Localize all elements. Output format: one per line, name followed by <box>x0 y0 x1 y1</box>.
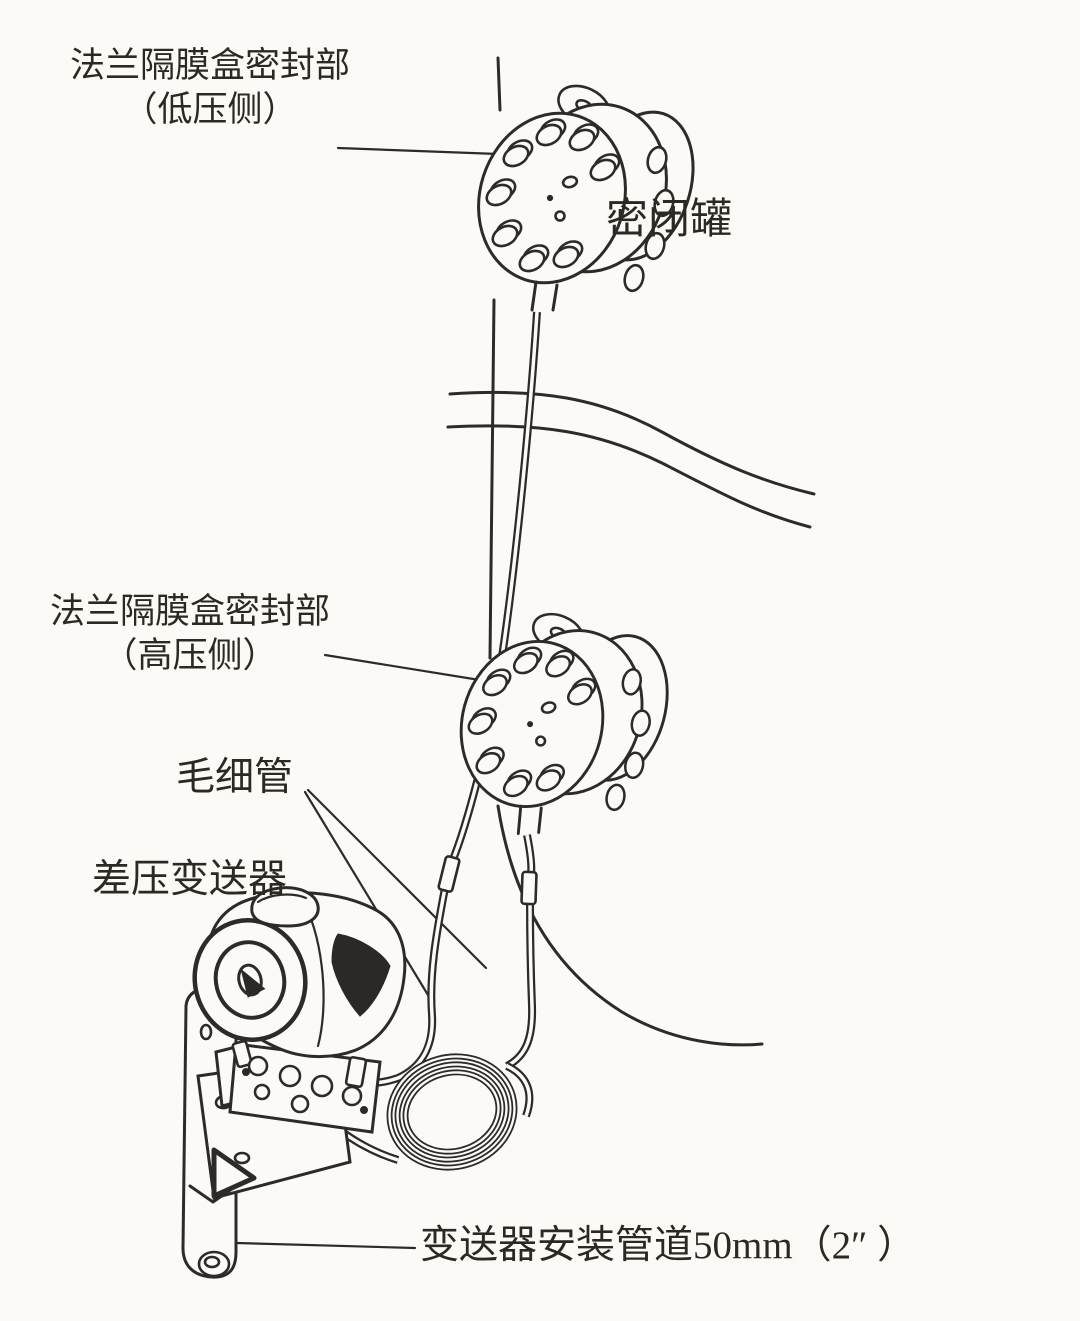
tank-wall-line <box>488 56 764 1047</box>
capillary-fitting-high <box>520 870 538 906</box>
label-seal-high-line1: 法兰隔膜盒密封部 <box>49 592 330 631</box>
label-mounting-pipe: 变送器安装管道50mm（2″ ） <box>420 1224 917 1267</box>
leader-seal-high <box>323 653 494 684</box>
leader-capillary-1 <box>306 788 488 970</box>
tank-wall-curve-lower <box>496 804 764 1047</box>
label-transmitter: 差压变送器 <box>92 858 288 901</box>
transmitter-manifold <box>214 1039 382 1134</box>
leader-seal-low <box>336 146 500 156</box>
pipe-foot <box>197 1250 231 1278</box>
label-seal-low-line1: 法兰隔膜盒密封部 <box>69 46 350 85</box>
break-line-upper <box>446 390 816 529</box>
capillary-fitting-low <box>437 855 461 893</box>
label-sealed-tank: 密闭罐 <box>606 197 733 243</box>
transmitter-head <box>192 886 407 1058</box>
leader-lines <box>235 146 500 1250</box>
transmitter-face <box>192 918 308 1042</box>
leader-mounting-pipe <box>235 1241 417 1250</box>
label-seal-low-line2: （低压侧） <box>122 89 298 129</box>
label-seal-high-line2: （高压侧） <box>102 635 278 675</box>
label-capillary: 毛细管 <box>176 756 294 799</box>
capillary-coil <box>327 1053 534 1171</box>
transmitter-terminal-window <box>331 933 391 1017</box>
label-seal-low-pressure: 法兰隔膜盒密封部 （低压侧） <box>60 44 360 132</box>
capillary-tube-high-pressure <box>504 834 538 1070</box>
label-seal-high-pressure: 法兰隔膜盒密封部 （高压侧） <box>28 590 352 678</box>
transmitter-top-cap <box>250 886 320 928</box>
leader-capillary-2 <box>303 790 430 997</box>
